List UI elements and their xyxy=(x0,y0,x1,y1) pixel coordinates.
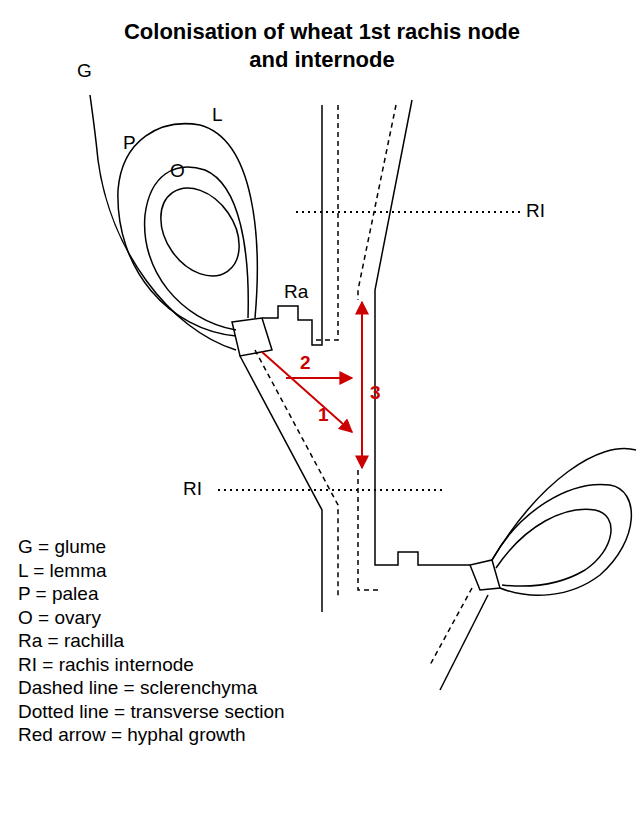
legend-entry: O = ovary xyxy=(18,607,101,629)
callout-number: 2 xyxy=(300,352,311,374)
sclerenchyma xyxy=(358,105,396,300)
rachis-wall xyxy=(440,595,488,690)
part-label: Ra xyxy=(284,281,308,303)
legend-entry: L = lemma xyxy=(18,560,107,582)
ovary xyxy=(145,173,256,291)
legend-text: Dotted line = transverse section xyxy=(18,701,285,722)
upper-spikelet xyxy=(90,95,272,356)
lemma xyxy=(118,124,257,336)
legend-text: RI = rachis internode xyxy=(18,654,194,675)
sclerenchyma xyxy=(430,588,472,665)
legend-entry: P = palea xyxy=(18,583,98,605)
part-label: G xyxy=(77,60,92,82)
glume xyxy=(90,95,236,350)
legend-entry: Dashed line = sclerenchyma xyxy=(18,677,257,699)
sclerenchyma xyxy=(314,105,338,340)
legend-text: Red arrow = hyphal growth xyxy=(18,724,246,745)
palea xyxy=(496,509,611,586)
rachis-wall xyxy=(262,105,322,345)
part-label: O xyxy=(170,160,185,182)
section-label: RI xyxy=(183,478,202,500)
legend-entry: Ra = rachilla xyxy=(18,630,124,652)
section-label: RI xyxy=(526,200,545,222)
callout-number: 3 xyxy=(370,382,381,404)
figure-title: Colonisation of wheat 1st rachis node an… xyxy=(102,18,542,73)
glume xyxy=(492,448,636,560)
lemma xyxy=(492,484,631,595)
hyphal-growth-arrow xyxy=(262,302,362,468)
legend-text: G = glume xyxy=(18,536,106,557)
sclerenchyma xyxy=(358,470,378,590)
legend-entry: G = glume xyxy=(18,536,106,558)
legend-text: Dashed line = sclerenchyma xyxy=(18,677,257,698)
callout-number: 1 xyxy=(318,404,329,426)
spikelet-base xyxy=(232,318,272,356)
legend-text: P = palea xyxy=(18,583,98,604)
transverse-section xyxy=(218,212,520,490)
palea xyxy=(145,167,249,330)
sclerenchyma xyxy=(255,350,338,598)
lower-spikelet xyxy=(470,448,636,595)
legend-text: L = lemma xyxy=(18,560,107,581)
legend-text: O = ovary xyxy=(18,607,101,628)
rachis-wall xyxy=(375,100,470,565)
legend-entry: Red arrow = hyphal growth xyxy=(18,724,246,746)
legend-entry: Dotted line = transverse section xyxy=(18,701,285,723)
legend-text: Ra = rachilla xyxy=(18,630,124,651)
legend-entry: RI = rachis internode xyxy=(18,654,194,676)
part-label: P xyxy=(123,132,136,154)
spikelet-base xyxy=(470,560,500,590)
part-label: L xyxy=(212,104,223,126)
